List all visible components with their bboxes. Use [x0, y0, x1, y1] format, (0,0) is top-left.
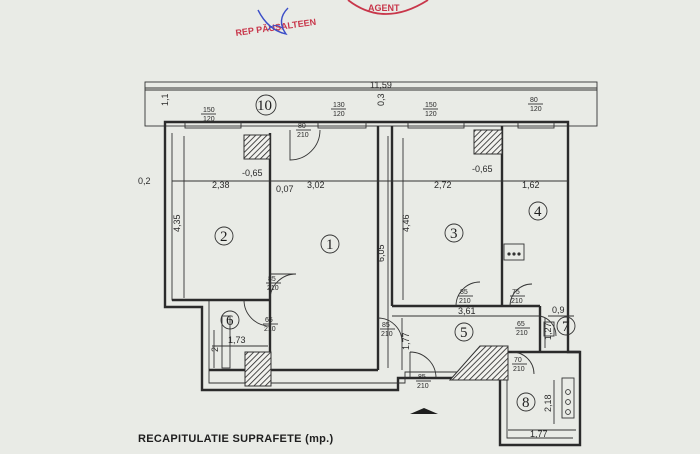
room-label-2: 2 [214, 226, 234, 246]
column-hatch [243, 134, 271, 160]
svg-text:210: 210 [417, 383, 429, 390]
svg-text:3: 3 [450, 226, 458, 242]
svg-text:210: 210 [511, 298, 523, 305]
svg-text:85: 85 [268, 276, 276, 283]
door-label-room7: 65 210 [515, 321, 530, 337]
door-label-balcony: 80 210 [296, 123, 311, 139]
svg-text:70: 70 [514, 357, 522, 364]
balcony-10 [144, 81, 598, 127]
svg-text:8: 8 [522, 395, 530, 411]
svg-text:210: 210 [267, 285, 279, 292]
dim-room6-width: 1,73 [228, 335, 246, 345]
svg-text:75: 75 [512, 289, 520, 296]
dim-room6-height: 2 [210, 347, 220, 352]
room-label-3: 3 [444, 223, 464, 243]
dimension-lines [145, 89, 597, 431]
room-label-8: 8 [516, 392, 536, 412]
dim-room1-width: 3,02 [307, 180, 325, 190]
svg-text:4: 4 [534, 204, 542, 220]
svg-text:65: 65 [517, 321, 525, 328]
seal-text: AGENT [368, 3, 400, 13]
dim-wall-007: 0,07 [276, 184, 294, 194]
dim-room7-width: 0,9 [552, 305, 565, 315]
door-label-room3: 85 210 [458, 289, 473, 305]
dim-room2-height: 4,35 [172, 214, 182, 232]
dim-room4-width: 1,62 [522, 180, 540, 190]
entry-arrow-icon [410, 408, 438, 414]
svg-text:150: 150 [203, 107, 215, 114]
dim-room8-width: 1,77 [530, 429, 548, 439]
dim-room1-height: 6,05 [376, 244, 386, 262]
outer-wall [163, 120, 582, 447]
svg-text:210: 210 [513, 366, 525, 373]
room-label-5: 5 [454, 322, 474, 342]
svg-text:210: 210 [264, 326, 276, 333]
svg-text:210: 210 [516, 330, 528, 337]
svg-text:120: 120 [425, 111, 437, 118]
svg-text:85: 85 [460, 289, 468, 296]
svg-text:1: 1 [326, 237, 334, 253]
room-label-6: 6 [220, 310, 240, 330]
room-label-7: 7 [556, 316, 576, 336]
svg-text:210: 210 [297, 132, 309, 139]
svg-text:65: 65 [265, 317, 273, 324]
window-label-4: 80 120 [528, 97, 543, 113]
svg-text:2: 2 [220, 229, 228, 245]
svg-text:6: 6 [226, 313, 234, 329]
door-label-entry: 85 210 [416, 374, 431, 390]
dim-room8-height: 2,18 [543, 394, 553, 412]
svg-text:5: 5 [460, 325, 468, 341]
svg-text:120: 120 [530, 106, 542, 113]
dim-hall-height: 1,77 [401, 332, 411, 350]
svg-text:85: 85 [382, 322, 390, 329]
window-label-2: 130 120 [331, 102, 346, 118]
svg-text:80: 80 [530, 97, 538, 104]
dim-room7-height: 1,27 [543, 322, 553, 340]
svg-text:210: 210 [381, 331, 393, 338]
door-label-room2: 85 210 [266, 276, 281, 292]
dim-hall-width: 3,61 [458, 306, 476, 316]
svg-text:210: 210 [459, 298, 471, 305]
svg-text:120: 120 [203, 116, 215, 123]
dim-room3-height: 4,46 [401, 214, 411, 232]
dim-level-left: -0,65 [242, 168, 263, 178]
svg-text:10: 10 [257, 98, 272, 114]
room-label-1: 1 [320, 234, 340, 254]
dim-wall-03: 0,3 [376, 93, 386, 106]
door-label-room4: 75 210 [510, 289, 525, 305]
door-label-room1: 85 210 [380, 322, 395, 338]
door-swings [243, 129, 557, 379]
bath-fixtures [221, 243, 575, 419]
svg-text:120: 120 [333, 111, 345, 118]
svg-text:130: 130 [333, 102, 345, 109]
svg-text:85: 85 [418, 374, 426, 381]
svg-text:150: 150 [425, 102, 437, 109]
room-label-4: 4 [528, 201, 548, 221]
windows [184, 121, 555, 129]
round-seal: AGENT [347, 0, 429, 15]
room-label-10: 10 [255, 94, 277, 116]
window-label-3: 150 120 [423, 102, 438, 118]
dim-wall-left: 0,2 [138, 176, 151, 186]
svg-text:7: 7 [562, 319, 570, 335]
dim-room2-width: 2,38 [212, 180, 230, 190]
dim-total-width: 11,59 [370, 80, 392, 90]
door-label-room6: 65 210 [263, 317, 278, 333]
dim-level-right: -0,65 [472, 164, 493, 174]
caption-title: RECAPITULATIE SUPRAFETE (mp.) [138, 433, 334, 445]
svg-text:80: 80 [298, 123, 306, 130]
window-label-1: 150 120 [201, 107, 216, 123]
dim-balcony-depth: 1,1 [160, 93, 170, 106]
door-label-room8: 70 210 [512, 357, 527, 373]
dim-room3-width: 2,72 [434, 180, 452, 190]
